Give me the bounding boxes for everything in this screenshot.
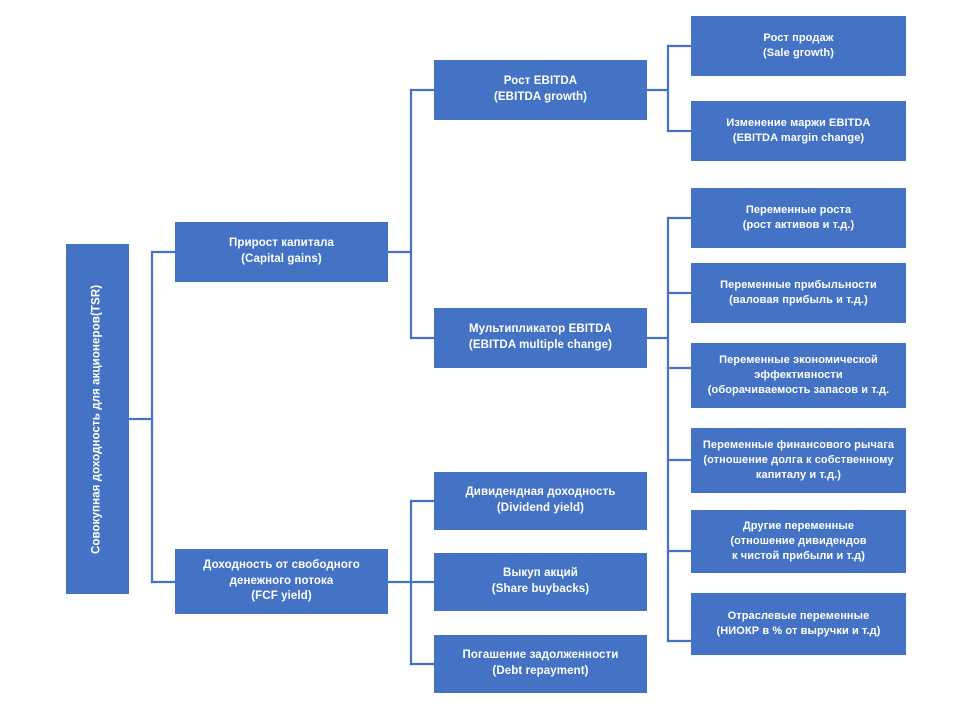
node-fcf-yield-line3: (FCF yield)	[251, 590, 312, 603]
node-tsr-line2: (TSR)	[90, 284, 103, 316]
node-share-buybacks-line2: (Share buybacks)	[491, 583, 590, 595]
node-ebitda-multiple[interactable]: Мультипликатор EBITDA (EBITDA multiple c…	[434, 308, 647, 368]
node-ebitda-growth-line1: Рост EBITDA	[503, 75, 578, 88]
node-growth-variables-line2: (рост активов и т.д.)	[742, 219, 855, 231]
node-sale-growth[interactable]: Рост продаж (Sale growth)	[691, 16, 906, 76]
node-industry-variables[interactable]: Отраслевые переменные (НИОКР в % от выру…	[691, 593, 906, 655]
node-capital-gains[interactable]: Прирост капитала (Capital gains)	[175, 222, 388, 282]
node-ebitda-margin-change-line1: Изменение маржи EBITDA	[726, 116, 871, 129]
node-industry-variables-line2: (НИОКР в % от выручки и т.д)	[716, 625, 881, 637]
node-debt-repayment-line1: Погашение задолженности	[462, 649, 619, 662]
node-economic-efficiency-line2: эффективности	[754, 368, 843, 381]
node-other-variables-line1: Другие переменные	[742, 519, 855, 532]
node-share-buybacks[interactable]: Выкуп акций (Share buybacks)	[434, 553, 647, 611]
node-leverage-variables-line3: капиталу и т.д.)	[755, 469, 842, 482]
node-tsr-line1: Совокупная доходность для акционеров	[90, 315, 103, 554]
node-capital-gains-line1: Прирост капитала	[229, 237, 334, 250]
node-growth-variables[interactable]: Переменные роста (рост активов и т.д.)	[691, 188, 906, 248]
node-tsr-root[interactable]: Совокупная доходность для акционеров (TS…	[66, 244, 129, 594]
node-ebitda-margin-change[interactable]: Изменение маржи EBITDA (EBITDA margin ch…	[691, 101, 906, 161]
node-fcf-yield-line1: Доходность от свободного	[203, 558, 360, 571]
node-sale-growth-line2: (Sale growth)	[763, 47, 834, 59]
node-ebitda-margin-change-line2: (EBITDA margin change)	[732, 132, 865, 144]
node-growth-variables-line1: Переменные роста	[745, 203, 852, 216]
node-sale-growth-line1: Рост продаж	[763, 31, 834, 44]
node-profitability-variables-line1: Переменные прибыльности	[720, 278, 877, 291]
node-dividend-yield-line1: Дивидендная доходность	[465, 486, 616, 499]
node-debt-repayment-line2: (Debt repayment)	[492, 665, 589, 677]
node-leverage-variables-line2: (отношение долга к собственному	[703, 453, 894, 466]
node-other-variables[interactable]: Другие переменные (отношение дивидендов …	[691, 510, 906, 573]
node-ebitda-multiple-line2: (EBITDA multiple change)	[468, 339, 613, 351]
node-economic-efficiency-line1: Переменные экономической	[719, 353, 878, 366]
node-ebitda-growth-line2: (EBITDA growth)	[493, 91, 588, 103]
node-economic-efficiency-line3: (оборачиваемость запасов и т.д.	[707, 384, 890, 397]
node-dividend-yield[interactable]: Дивидендная доходность (Dividend yield)	[434, 472, 647, 530]
node-debt-repayment[interactable]: Погашение задолженности (Debt repayment)	[434, 635, 647, 693]
node-dividend-yield-line2: (Dividend yield)	[496, 502, 585, 514]
node-economic-efficiency-variables[interactable]: Переменные экономической эффективности (…	[691, 343, 906, 408]
node-leverage-variables-line1: Переменные финансового рычага	[702, 438, 895, 451]
node-other-variables-line3: к чистой прибыли и т.д)	[732, 550, 865, 563]
node-leverage-variables[interactable]: Переменные финансового рычага (отношение…	[691, 428, 906, 493]
node-ebitda-growth[interactable]: Рост EBITDA (EBITDA growth)	[434, 60, 647, 120]
node-profitability-variables[interactable]: Переменные прибыльности (валовая прибыль…	[691, 263, 906, 323]
node-industry-variables-line1: Отраслевые переменные	[727, 609, 870, 622]
node-capital-gains-line2: (Capital gains)	[241, 253, 322, 265]
node-other-variables-line2: (отношение дивидендов	[730, 534, 867, 547]
node-fcf-yield[interactable]: Доходность от свободного денежного поток…	[175, 549, 388, 614]
node-ebitda-multiple-line1: Мультипликатор EBITDA	[469, 323, 612, 336]
node-share-buybacks-line1: Выкуп акций	[503, 567, 578, 580]
node-fcf-yield-line2: денежного потока	[229, 574, 334, 587]
node-profitability-variables-line2: (валовая прибыль и т.д.)	[729, 294, 868, 306]
